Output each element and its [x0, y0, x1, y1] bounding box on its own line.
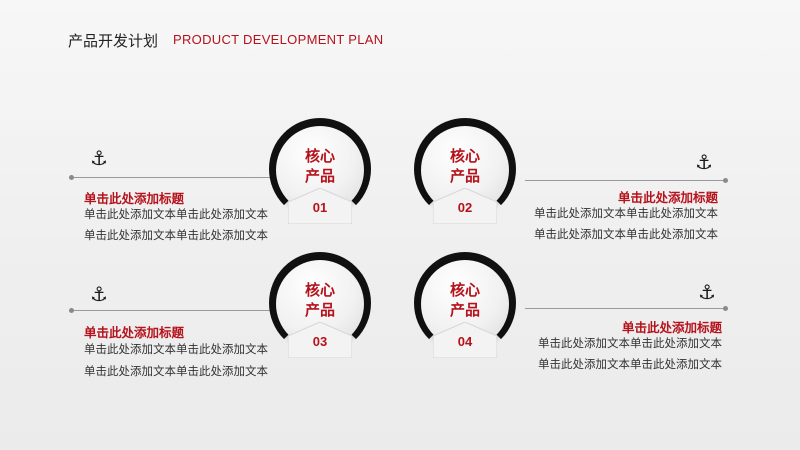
page-title-english: PRODUCT DEVELOPMENT PLAN [173, 32, 384, 47]
item-1-number-tab [288, 188, 352, 224]
item-4-body-line-1: 单击此处添加文本单击此处添加文本 [538, 336, 722, 350]
item-1-ring [269, 118, 371, 220]
item-3-core-line-2: 产品 [304, 301, 335, 319]
item-1-body-line-1: 单击此处添加文本单击此处添加文本 [84, 207, 268, 221]
item-3-body-line-1: 单击此处添加文本单击此处添加文本 [84, 342, 268, 356]
item-1-heading: 单击此处添加标题 [84, 191, 185, 206]
item-2-core-label: 核心 产品 [421, 146, 509, 186]
item-4-number: 04 [457, 334, 473, 349]
item-1-core-line-2: 产品 [304, 167, 335, 185]
connector-dot-1 [69, 175, 74, 180]
page-title: 产品开发计划 [68, 32, 159, 50]
item-2-ring [414, 118, 516, 220]
item-4-body-line-2: 单击此处添加文本单击此处添加文本 [538, 357, 722, 371]
item-3-core-line-1: 核心 [304, 281, 335, 299]
item-3-number-tab [288, 322, 352, 358]
item-2-heading: 单击此处添加标题 [617, 190, 718, 205]
connector-dot-4 [723, 306, 728, 311]
anchor-icon: ⚓ [90, 146, 108, 170]
item-3-ring [269, 252, 371, 354]
anchor-icon: ⚓ [698, 280, 716, 304]
item-2-core-line-2: 产品 [449, 167, 480, 185]
connector-dot-2 [723, 178, 728, 183]
item-2-body-line-1: 单击此处添加文本单击此处添加文本 [534, 206, 718, 220]
item-2-number-tab [433, 188, 497, 224]
item-4-core-line-2: 产品 [449, 301, 480, 319]
item-4-heading: 单击此处添加标题 [621, 320, 722, 335]
connector-line-4 [525, 308, 725, 309]
item-1-number: 01 [312, 200, 328, 215]
item-4-ring [414, 252, 516, 354]
item-3-core-label: 核心 产品 [276, 280, 364, 320]
connector-line-1 [72, 177, 272, 178]
item-4-number-tab [433, 322, 497, 358]
item-3-heading: 单击此处添加标题 [84, 325, 185, 340]
item-2-body-line-2: 单击此处添加文本单击此处添加文本 [534, 227, 718, 241]
item-1-core-line-1: 核心 [304, 147, 335, 165]
item-1-core-label: 核心 产品 [276, 146, 364, 186]
connector-line-3 [72, 310, 272, 311]
anchor-icon: ⚓ [695, 150, 713, 174]
item-2-core-line-1: 核心 [449, 147, 480, 165]
item-4-core-label: 核心 产品 [421, 280, 509, 320]
item-3-number: 03 [312, 334, 328, 349]
item-2-number: 02 [457, 200, 473, 215]
item-4-core-line-1: 核心 [449, 281, 480, 299]
item-1-body-line-2: 单击此处添加文本单击此处添加文本 [84, 228, 268, 242]
anchor-icon: ⚓ [90, 282, 108, 306]
item-3-body-line-2: 单击此处添加文本单击此处添加文本 [84, 364, 268, 378]
connector-line-2 [525, 180, 725, 181]
connector-dot-3 [69, 308, 74, 313]
